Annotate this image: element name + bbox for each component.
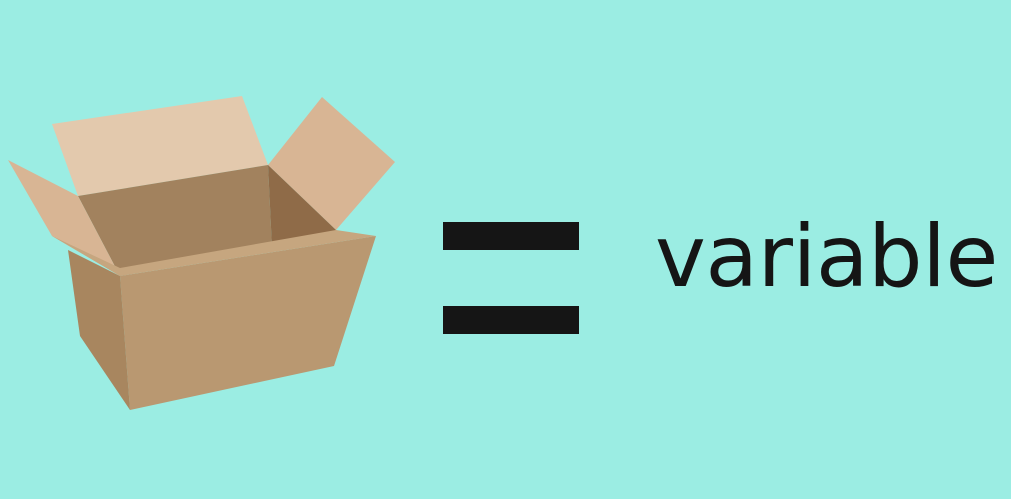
box-back-flap [52,96,268,196]
equals-sign [443,222,579,334]
box-inside-back [78,165,272,276]
equals-bar-top [443,222,579,250]
box-front-face [120,236,376,410]
open-box-icon [8,96,395,410]
box-front-rim [52,230,376,276]
box-inside-side [268,165,342,248]
box-left-flap [8,160,120,276]
variable-label: variable [655,207,998,307]
box-side-face [68,250,130,410]
box-right-flap [268,97,395,230]
equals-bar-bottom [443,306,579,334]
